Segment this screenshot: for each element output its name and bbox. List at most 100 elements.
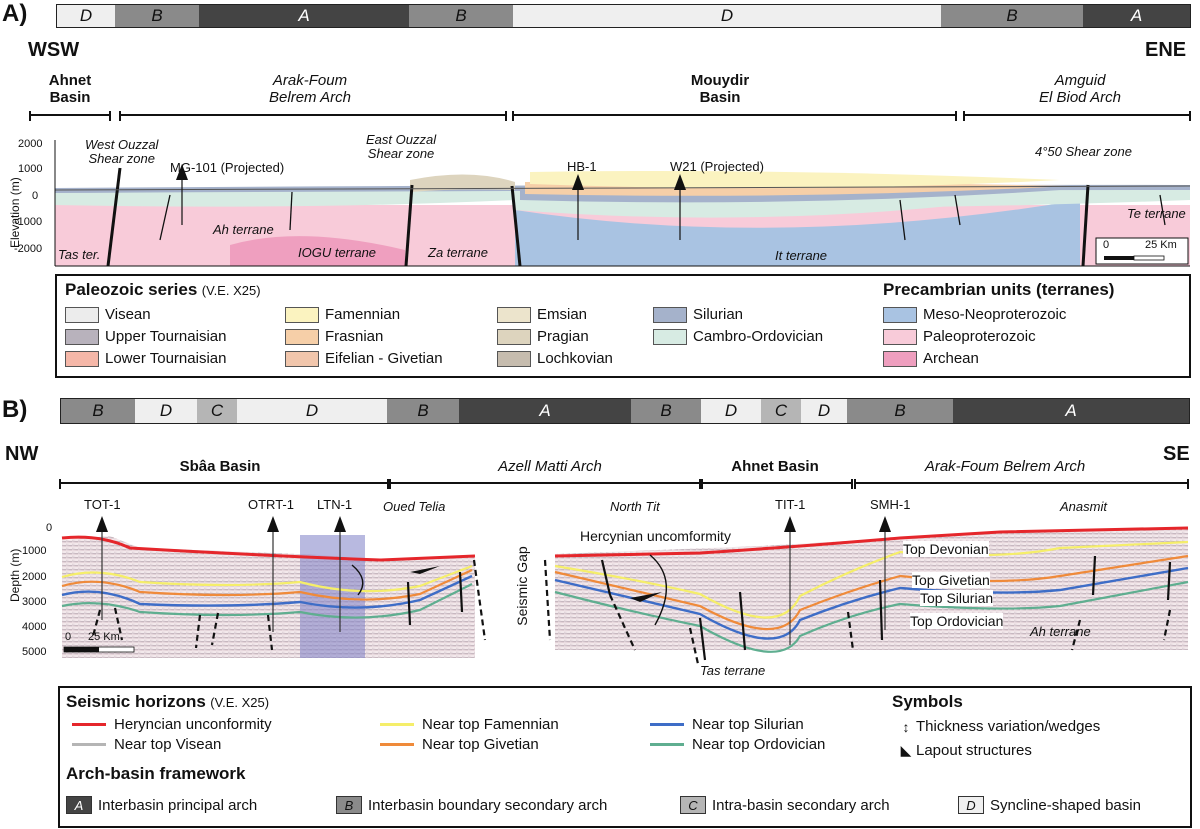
lapout-icon: ◣ xyxy=(900,742,912,758)
legend-item: Archean xyxy=(883,350,979,367)
bracket-ahnet-b xyxy=(701,479,853,492)
legend-symbols-title: Symbols xyxy=(892,692,963,711)
legend-item: Eifelian - Givetian xyxy=(285,350,443,367)
strip-a-seg-4: D xyxy=(513,5,941,27)
framework-box: B xyxy=(336,796,362,814)
strip-b-seg-1: D xyxy=(135,399,197,423)
well-hb1: HB-1 xyxy=(567,159,597,174)
legend-swatch xyxy=(497,350,531,367)
legend-horizon: Near top Ordovician xyxy=(650,736,825,753)
strip-a-seg-5: B xyxy=(941,5,1083,27)
legend-swatch xyxy=(497,306,531,323)
legend-item: Famennian xyxy=(285,306,400,323)
panel-b-framework-strip: B D C D B A B D C D B A xyxy=(60,398,1190,424)
region-azell-matti: Azell Matti Arch xyxy=(498,458,602,475)
legend-swatch xyxy=(285,350,319,367)
scale-b-km: 25 Km xyxy=(88,631,120,643)
legend-line xyxy=(380,743,414,746)
seismic-section xyxy=(61,516,1189,665)
framework-box: D xyxy=(958,796,984,814)
bracket-mouydir xyxy=(512,111,957,124)
panel-b-dir-right: SE xyxy=(1163,443,1190,465)
legend-swatch xyxy=(65,350,99,367)
ann-4-50-shear: 4°50 Shear zone xyxy=(1035,144,1132,159)
terrane-tas: Tas ter. xyxy=(58,247,101,262)
legend-swatch xyxy=(65,328,99,345)
well-tot1: TOT-1 xyxy=(84,497,121,512)
region-sbaa-basin: Sbâa Basin xyxy=(179,458,261,475)
bracket-amguid xyxy=(963,111,1191,124)
strip-b-seg-6: B xyxy=(631,399,701,423)
scale-a-zero: 0 xyxy=(1103,239,1110,251)
legend-swatch xyxy=(883,306,917,323)
terrane-it: It terrane xyxy=(775,248,828,263)
yb-tick-5: 5000 xyxy=(22,646,47,658)
yb-tick-4: 4000 xyxy=(22,621,47,633)
ya-tick-0: 2000 xyxy=(18,138,43,150)
bracket-sbaa xyxy=(59,479,389,492)
panel-a-dir-right: ENE xyxy=(1145,39,1187,61)
terrane-za: Za terrane xyxy=(428,245,488,260)
legend-swatch xyxy=(285,306,319,323)
legend-item: Meso-Neoproterozoic xyxy=(883,306,1066,323)
ann-top-devonian: Top Devonian xyxy=(903,541,989,557)
legend-horizon: Near top Givetian xyxy=(380,736,539,753)
panel-a-dir-left: WSW xyxy=(28,39,80,61)
ann-top-givetian: Top Givetian xyxy=(912,572,990,588)
yb-tick-2: 2000 xyxy=(22,571,47,583)
region-ahnet-basin-b: Ahnet Basin xyxy=(731,458,819,475)
well-ltn1: LTN-1 xyxy=(317,497,353,512)
well-mg101: MG-101 (Projected) xyxy=(170,160,285,175)
ann-hercynian: Hercynian uncomformity xyxy=(580,528,731,544)
legend-swatch xyxy=(285,328,319,345)
ann-seismic-gap: Seismic Gap xyxy=(514,546,530,626)
strip-a-seg-1: B xyxy=(115,5,199,27)
strip-a-seg-3: B xyxy=(409,5,513,27)
legend-item: Frasnian xyxy=(285,328,383,345)
double-arrow-icon: ↕ xyxy=(902,718,910,735)
ya-tick-2: 0 xyxy=(32,190,39,202)
legend-item: Visean xyxy=(65,306,151,323)
strip-a-seg-0: D xyxy=(57,5,115,27)
legend-swatch xyxy=(497,328,531,345)
strip-b-seg-8: C xyxy=(761,399,801,423)
strip-b-seg-0: B xyxy=(61,399,135,423)
well-tit1: TIT-1 xyxy=(775,497,806,512)
legend-item: Silurian xyxy=(653,306,743,323)
legend-swatch xyxy=(65,306,99,323)
ya-tick-1: 1000 xyxy=(18,163,43,175)
legend-swatch xyxy=(653,328,687,345)
terrane-tas-b: Tas terrane xyxy=(700,663,766,678)
scale-b-zero: 0 xyxy=(65,631,72,643)
legend-horizon: Near top Silurian xyxy=(650,716,804,733)
strip-b-seg-3: D xyxy=(237,399,387,423)
legend-item: Paleoproterozoic xyxy=(883,328,1036,345)
legend-swatch xyxy=(653,306,687,323)
legend-line xyxy=(72,723,106,726)
legend-item: Upper Tournaisian xyxy=(65,328,226,345)
legend-line xyxy=(380,723,414,726)
legend-pre-title: Precambrian units (terranes) xyxy=(883,280,1115,299)
terrane-ah-b: Ah terrane xyxy=(1030,624,1091,639)
strip-b-seg-7: D xyxy=(701,399,761,423)
ya-tick-3: -1000 xyxy=(14,216,43,228)
framework-box: C xyxy=(680,796,706,814)
yb-tick-3: 3000 xyxy=(22,596,47,608)
legend-item: Lower Tournaisian xyxy=(65,350,226,367)
ya-tick-4: -2000 xyxy=(14,243,43,255)
ann-top-ordovician: Top Ordovician xyxy=(910,613,1004,629)
strip-b-seg-2: C xyxy=(197,399,237,423)
legend-horizon: Near top Visean xyxy=(72,736,221,753)
legend-horizon: Near top Famennian xyxy=(380,716,559,733)
legend-item: Cambro-Ordovician xyxy=(653,328,823,345)
bracket-arak xyxy=(119,111,507,124)
legend-item: Pragian xyxy=(497,328,589,345)
legend-line xyxy=(650,723,684,726)
legend-symbol: ◣Lapout structures xyxy=(896,742,1032,759)
region-arak-foum-b: Arak-Foum Belrem Arch xyxy=(924,458,1086,475)
